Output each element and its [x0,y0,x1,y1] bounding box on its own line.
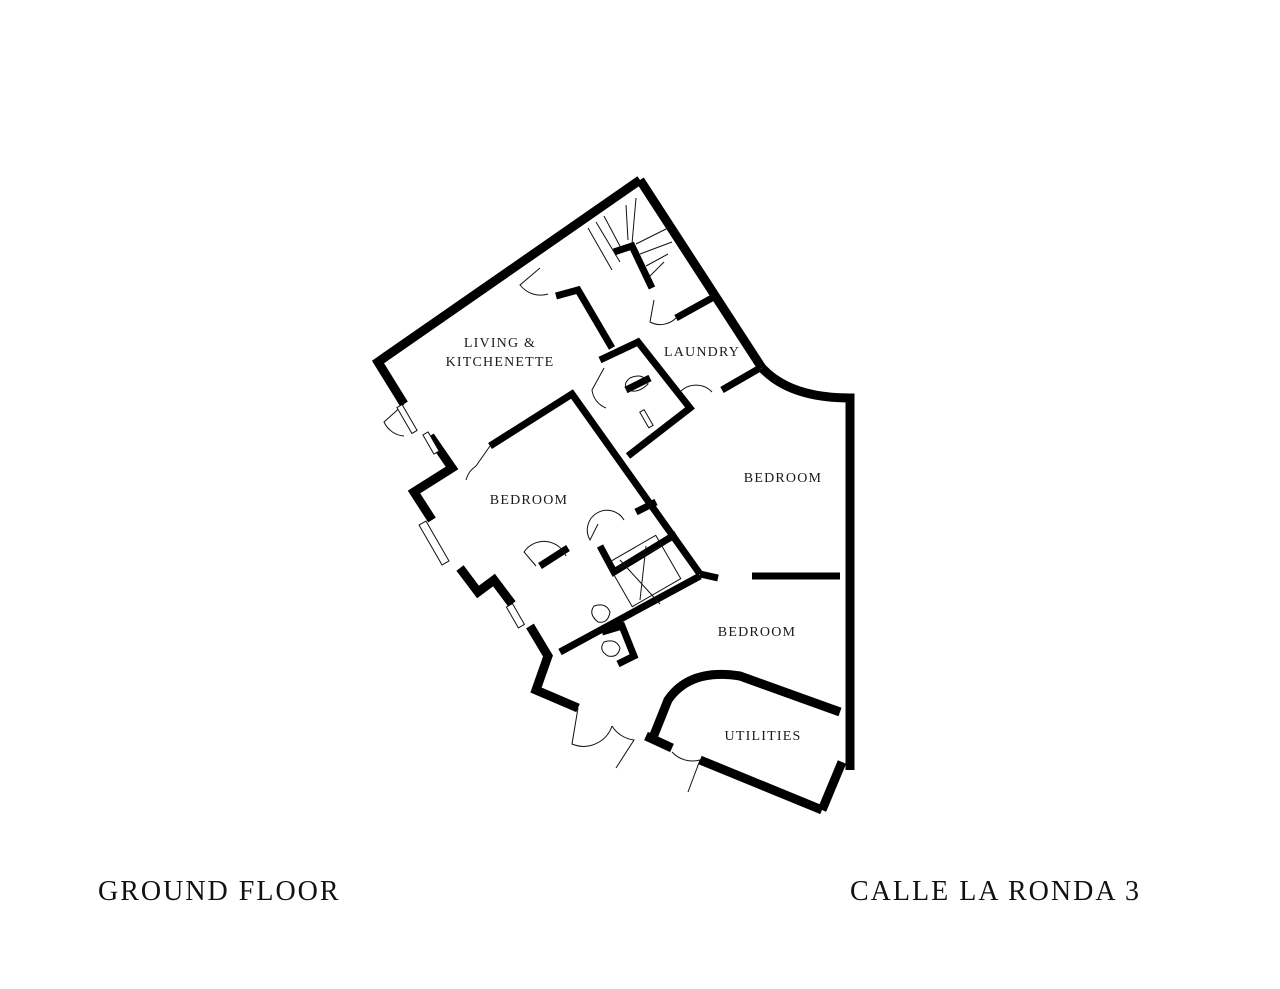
room-label-living: LIVING & KITCHENETTE [432,334,568,372]
exterior-walls [371,176,855,815]
fixtures [591,375,682,657]
room-label-bedroom-2: BEDROOM [743,471,823,486]
floor-label: GROUND FLOOR [98,876,341,907]
interior-walls [488,241,842,742]
doors [383,267,713,793]
room-label-utilities: UTILITIES [724,729,802,744]
address-label: CALLE LA RONDA 3 [850,876,1141,907]
room-label-bedroom-3: BEDROOM [717,625,797,640]
windows [396,403,526,629]
room-label-bedroom-1: BEDROOM [489,493,569,508]
staircase [587,197,673,277]
living-label-line2: KITCHENETTE [445,355,555,370]
living-label-line1: LIVING & [463,336,537,351]
room-label-laundry: LAUNDRY [663,345,741,360]
